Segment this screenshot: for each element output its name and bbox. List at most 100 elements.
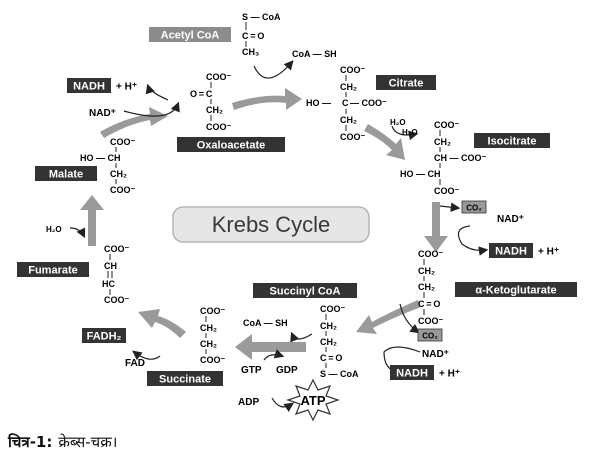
arrow-citrate-isocitrate (364, 124, 405, 160)
fumarate-hc: HC (102, 279, 115, 289)
arrow-oxaloacetate-citrate (232, 88, 302, 110)
citrate-ho: HO — (306, 98, 331, 108)
label-ketoglutarate: α-Ketoglutarate (475, 285, 556, 297)
oxalo-coo-2: COO⁻ (206, 122, 232, 132)
malate-coo-2: COO⁻ (110, 185, 136, 195)
iso-coo-2: COO⁻ (434, 186, 460, 196)
h-plus-top: + H⁺ (116, 82, 137, 93)
caption-text: क्रेब्स-चक्र। (58, 433, 118, 451)
nadh-box-right: NADH (495, 246, 527, 258)
iso-coo-1: COO⁻ (434, 120, 460, 130)
nadh-box-bottom: NADH (396, 368, 428, 380)
arrow-h2o-citrate (391, 125, 419, 141)
side-arrows (69, 60, 489, 412)
h2o-citrate-2: H₂O (402, 128, 418, 137)
citrate-ch2-1: CH₂ (340, 82, 357, 92)
arrow-nadh-malate (123, 101, 180, 117)
fumarate-ch: CH (104, 261, 117, 271)
arrow-adp-atp (271, 397, 294, 412)
arrow-coa-release (253, 60, 294, 79)
cofactor-boxes: NADH + H⁺ NADH + H⁺ NADH + H⁺ FADH₂ CO₂ … (67, 78, 559, 380)
arrow-succinyl-succinate (235, 334, 306, 360)
label-succinate: Succinate (159, 374, 211, 386)
fumarate-coo-2: COO⁻ (104, 295, 130, 305)
cycle-arrows (80, 88, 448, 360)
gdp-label: GDP (276, 365, 298, 376)
nad-plus-akg: NAD⁺ (422, 349, 449, 360)
fadh2-box: FADH₂ (87, 331, 122, 343)
oxalo-coo-1: COO⁻ (206, 72, 232, 82)
acetyl-s-coa: S — CoA (242, 12, 281, 22)
adp-label: ADP (238, 397, 259, 408)
label-citrate: Citrate (389, 78, 424, 90)
citrate-coo-2: COO⁻ (340, 132, 366, 142)
iso-ch-coo: CH — COO⁻ (434, 153, 487, 163)
co2-box-iso: CO₂ (466, 204, 482, 213)
atp-starburst: ATP (286, 378, 340, 422)
acetyl-ch3: CH₃ (242, 47, 259, 57)
metabolite-labels: Acetyl CoA Citrate Isocitrate α-Ketoglut… (17, 27, 577, 386)
h2o-citrate-1: H₂O (390, 118, 406, 127)
label-isocitrate: Isocitrate (488, 136, 537, 148)
arrow-gtp-gdp (263, 349, 285, 361)
gtp-label: GTP (241, 365, 262, 376)
nadh-box-top: NADH (73, 81, 105, 93)
diagram-title: Krebs Cycle (212, 212, 331, 237)
arrow-coa-sh-succinyl (290, 331, 313, 343)
arrow-succinate-fumarate (138, 309, 186, 338)
arrow-ketoglutarate-succinyl (356, 300, 421, 334)
iso-ho-ch: HO — CH (400, 169, 441, 179)
oxalo-ch2: CH₂ (206, 105, 223, 115)
fad-label: FAD (125, 358, 145, 369)
krebs-cycle-diagram: Krebs Cycle Acetyl CoA Citrate Isocitrat… (17, 12, 577, 422)
succinate-coo-2: COO⁻ (200, 355, 226, 365)
h-plus-right: + H⁺ (538, 247, 559, 258)
arrow-nad-nadh-iso (457, 225, 489, 256)
nad-plus-iso: NAD⁺ (497, 214, 524, 225)
fumarate-coo-1: COO⁻ (104, 244, 130, 254)
malate-ch2: CH₂ (110, 169, 127, 179)
akg-c-eq-o: C = O (418, 299, 440, 309)
succinate-ch2-1: CH₂ (200, 323, 217, 333)
arrow-co2-akg (399, 303, 420, 334)
akg-ch2-1: CH₂ (418, 266, 435, 276)
citrate-c: C (342, 98, 349, 108)
akg-coo-2: COO⁻ (418, 316, 444, 326)
arrow-malate-oxaloacetate (100, 107, 168, 138)
citrate-ch2-2: CH₂ (340, 115, 357, 125)
label-acetyl-coa: Acetyl CoA (161, 30, 220, 42)
coa-sh-top: CoA — SH (292, 49, 337, 59)
malate-ho-ch: HO — CH (80, 153, 121, 163)
krebs-cycle-svg: Krebs Cycle Acetyl CoA Citrate Isocitrat… (17, 12, 577, 422)
oxalo-o-eq-c: O = C (190, 89, 213, 99)
succinyl-c-eq-o: C = O (320, 353, 342, 363)
nad-plus-top: NAD⁺ (89, 108, 116, 119)
title-box: Krebs Cycle (172, 206, 370, 243)
arrow-fad-fadh2 (132, 350, 161, 361)
succinate-ch2-2: CH₂ (200, 339, 217, 349)
malate-coo-1: COO⁻ (110, 137, 136, 147)
akg-coo-1: COO⁻ (418, 249, 444, 259)
acetyl-c-eq-o: C = O (242, 31, 264, 41)
succinyl-ch2-1: CH₂ (320, 321, 337, 331)
h-plus-bottom: + H⁺ (439, 369, 460, 380)
cofactor-texts: NAD⁺ CoA — SH H₂O H₂O NAD⁺ NAD⁺ CoA — SH… (46, 49, 524, 408)
succinyl-ch2-2: CH₂ (320, 337, 337, 347)
iso-ch2: CH₂ (434, 137, 451, 147)
label-fumarate: Fumarate (28, 265, 78, 277)
label-oxaloacetate: Oxaloacetate (197, 140, 265, 152)
caption-label: चित्र-1: (8, 433, 53, 451)
succinate-coo-1: COO⁻ (200, 306, 226, 316)
h2o-fumarate: H₂O (46, 225, 62, 234)
succinyl-s-coa: S — CoA (320, 369, 359, 379)
label-malate: Malate (49, 169, 83, 181)
citrate-coo-1: COO⁻ (340, 65, 366, 75)
arrow-co2-isocitrate (439, 202, 461, 212)
co2-box-akg: CO₂ (422, 332, 438, 341)
succinyl-coo: COO⁻ (320, 304, 346, 314)
figure-caption: चित्र-1: क्रेब्स-चक्र। (8, 432, 117, 452)
arrow-h2o-fumarate (69, 227, 86, 239)
label-succinyl-coa: Succinyl CoA (270, 286, 341, 298)
coa-sh-succinyl: CoA — SH (243, 318, 288, 328)
arrow-isocitrate-ketoglutarate (424, 202, 448, 252)
